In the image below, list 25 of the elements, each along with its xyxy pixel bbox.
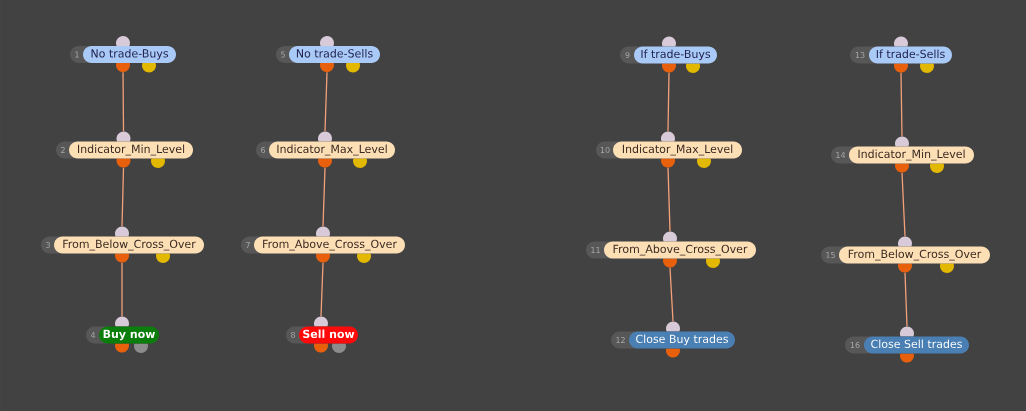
connector-line <box>900 72 903 137</box>
label-pill: If trade-Sells <box>869 46 952 64</box>
connector-line <box>667 167 671 232</box>
label-pill: From_Above_Cross_Over <box>254 236 405 254</box>
connector-line <box>122 71 125 132</box>
connector-line <box>121 262 123 317</box>
label-pill: Close Buy trades <box>629 331 735 349</box>
connector-line <box>324 71 328 132</box>
label-pill: From_Below_Cross_Over <box>54 236 204 254</box>
label-pill: From_Above_Cross_Over <box>604 241 756 259</box>
connector-line <box>667 72 670 132</box>
connector-line <box>121 167 125 227</box>
label-pill: If trade-Buys <box>634 46 717 64</box>
label-pill: Indicator_Min_Level <box>849 146 974 164</box>
connector-line <box>904 272 908 327</box>
connector-line <box>901 172 906 237</box>
label-pill: From_Below_Cross_Over <box>839 246 990 264</box>
connector-line <box>320 262 324 317</box>
label-pill: Buy now <box>99 326 159 344</box>
label-pill: Close Sell trades <box>864 336 969 354</box>
connector-line <box>669 267 674 322</box>
label-pill: Indicator_Max_Level <box>613 141 742 159</box>
label-pill: Indicator_Max_Level <box>269 141 395 159</box>
connector-line <box>322 167 326 227</box>
label-pill: Indicator_Min_Level <box>69 141 193 159</box>
